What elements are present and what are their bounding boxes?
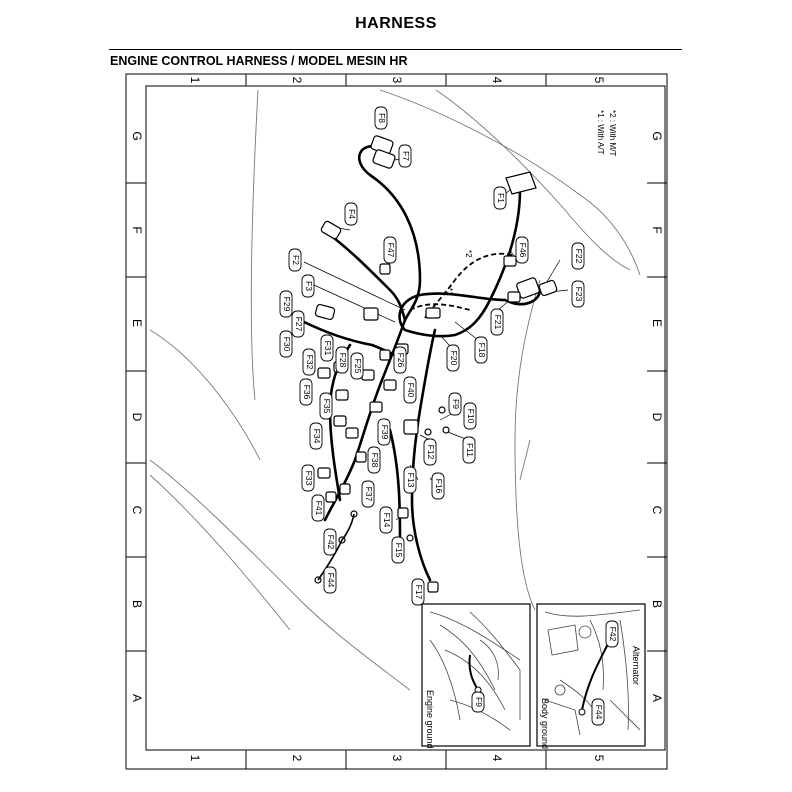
inset-label-f42: F42 xyxy=(608,627,618,642)
label-f30: F30 xyxy=(282,337,292,352)
label-f28: F28 xyxy=(338,353,348,368)
row-label-right-a: A xyxy=(650,694,664,702)
legend-note-with-mt: *2 : With M/T xyxy=(608,110,617,156)
label-f16: F16 xyxy=(434,479,444,494)
label-f4: F4 xyxy=(347,209,357,219)
col-label-bottom-2: 2 xyxy=(290,755,304,762)
label-f47: F47 xyxy=(386,243,396,258)
label-f31: F31 xyxy=(323,341,333,356)
label-f33: F33 xyxy=(304,471,314,486)
label-f11: F11 xyxy=(465,443,475,457)
label-f7: F7 xyxy=(401,151,411,161)
label-f44: F44 xyxy=(326,573,336,588)
label-f41: F41 xyxy=(314,501,324,516)
diagram-frame xyxy=(125,73,668,770)
inset-label-f44: F44 xyxy=(594,705,604,720)
inset-caption-engine-ground: Engine ground xyxy=(425,690,435,749)
label-f27: F27 xyxy=(294,317,304,332)
inset-caption-alternator: Alternator xyxy=(631,646,641,685)
label-f17: F17 xyxy=(414,585,424,600)
label-f35: F35 xyxy=(322,399,332,414)
callout-with-at: *1 xyxy=(445,288,454,296)
label-f14: F14 xyxy=(382,513,392,528)
label-f36: F36 xyxy=(302,385,312,400)
label-f25: F25 xyxy=(353,359,363,374)
label-f34: F34 xyxy=(312,429,322,444)
relay-box-icon xyxy=(505,171,537,195)
row-label-left-c: C xyxy=(130,506,144,515)
label-f13: F13 xyxy=(406,473,416,488)
label-f1: F1 xyxy=(496,193,506,203)
label-f23: F23 xyxy=(574,287,584,302)
label-f9: F9 xyxy=(451,399,461,409)
label-f26: F26 xyxy=(396,353,406,368)
row-label-right-e: E xyxy=(650,319,664,327)
label-f37: F37 xyxy=(364,487,374,502)
col-label-bottom-4: 4 xyxy=(490,755,504,762)
label-f10: F10 xyxy=(466,409,476,424)
grid-ticks xyxy=(126,74,667,769)
label-f39: F39 xyxy=(380,425,390,440)
row-label-left-a: A xyxy=(130,694,144,702)
label-f20: F20 xyxy=(449,351,459,366)
col-label-top-1: 1 xyxy=(188,77,202,84)
col-label-bottom-3: 3 xyxy=(390,755,404,762)
col-label-top-2: 2 xyxy=(290,77,304,84)
label-f22: F22 xyxy=(574,249,584,264)
row-label-left-b: B xyxy=(130,600,144,608)
label-f46: F46 xyxy=(518,243,528,258)
inset-caption-body-ground: Body ground xyxy=(540,698,550,749)
label-f15: F15 xyxy=(394,543,404,558)
inset-label-f9: F9 xyxy=(474,697,484,707)
row-label-right-f: F xyxy=(650,226,664,233)
col-label-top-4: 4 xyxy=(490,77,504,84)
row-label-right-b: B xyxy=(650,600,664,608)
label-f18: F18 xyxy=(477,343,487,358)
row-label-left-g: G xyxy=(130,131,144,140)
row-label-left-e: E xyxy=(130,319,144,327)
col-label-top-5: 5 xyxy=(592,77,606,84)
row-label-right-d: D xyxy=(650,413,664,422)
label-f40: F40 xyxy=(406,383,416,398)
label-f29: F29 xyxy=(282,297,292,312)
label-f12: F12 xyxy=(426,445,436,460)
optional-harness xyxy=(409,252,513,319)
label-f42: F42 xyxy=(326,535,336,550)
legend-note-with-at: *1 : With A/T xyxy=(596,110,605,155)
engine-bay-outline xyxy=(149,89,641,691)
label-f3: F3 xyxy=(304,281,314,291)
connector-bodies xyxy=(314,135,558,593)
title-divider xyxy=(109,49,682,50)
row-label-right-c: C xyxy=(650,506,664,515)
inset-body-ground: F42 F44 Body ground Alternator xyxy=(536,603,646,749)
label-f32: F32 xyxy=(305,355,315,370)
ground-wires xyxy=(317,513,355,581)
col-label-bottom-5: 5 xyxy=(592,755,606,762)
row-label-right-g: G xyxy=(650,131,664,140)
inset-engine-ground: F9 Engine ground xyxy=(421,603,531,749)
label-f21: F21 xyxy=(493,315,503,330)
page-title: HARNESS xyxy=(355,15,437,32)
row-label-left-d: D xyxy=(130,413,144,422)
label-f8: F8 xyxy=(377,113,387,123)
row-label-left-f: F xyxy=(130,226,144,233)
col-label-top-3: 3 xyxy=(390,77,404,84)
callout-with-mt: *2 xyxy=(464,250,473,258)
col-label-bottom-1: 1 xyxy=(188,755,202,762)
connector-labels: F8 F7 F4 F1 F47 F46 F22 F23 F2 F3 F29 F2… xyxy=(279,106,585,606)
label-f38: F38 xyxy=(370,453,380,468)
label-f2: F2 xyxy=(291,255,301,265)
section-title: ENGINE CONTROL HARNESS / MODEL MESIN HR xyxy=(110,54,408,68)
leader-lines xyxy=(303,144,569,521)
